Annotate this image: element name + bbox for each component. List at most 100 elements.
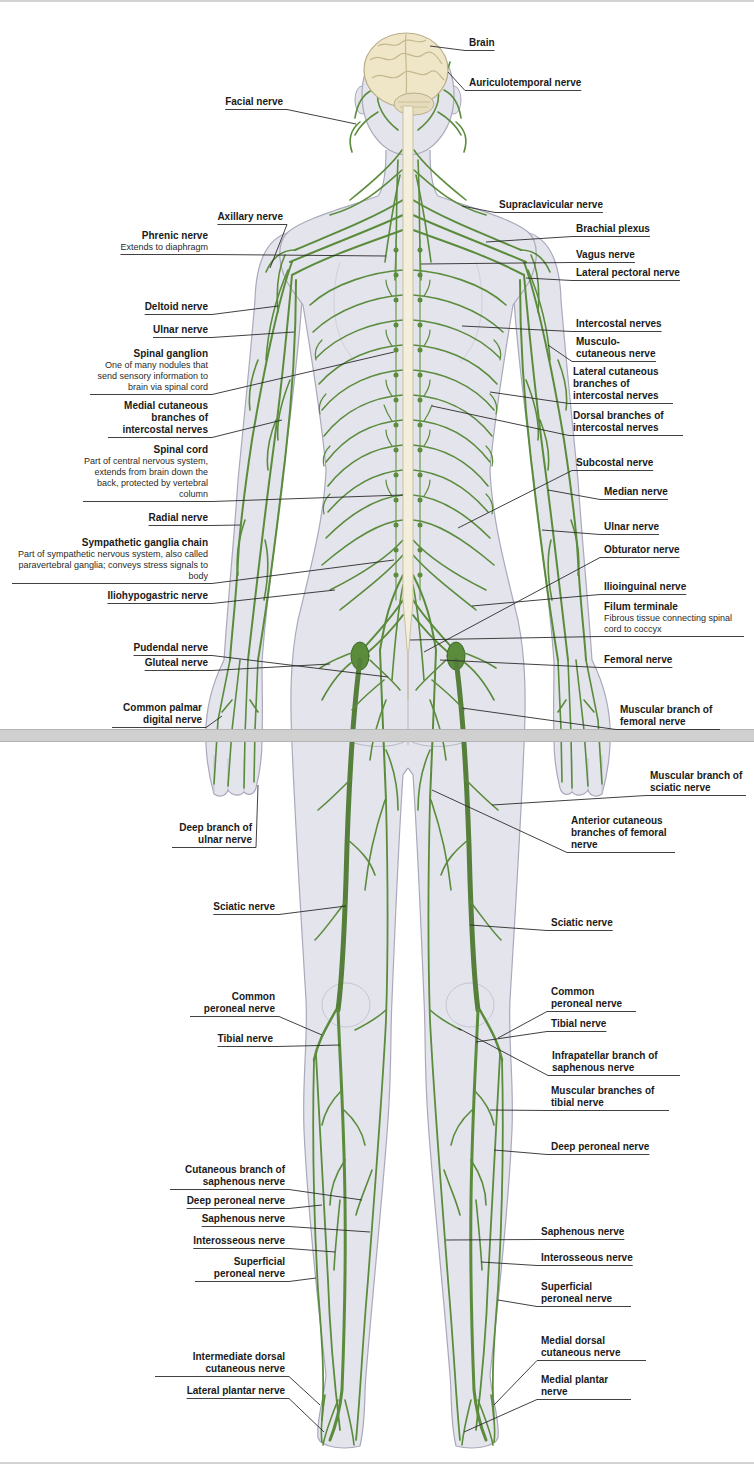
nerve-label: Filum terminale	[604, 601, 678, 613]
label-slot: Median nerve	[604, 486, 668, 498]
label-slot: Deep peroneal nerve	[551, 1141, 649, 1153]
leader-line	[526, 278, 680, 281]
nerve-label: Pudendal nerve	[134, 642, 208, 654]
nerve-label: Gluteal nerve	[145, 657, 208, 669]
label-slot: Vagus nerve	[576, 249, 635, 261]
note-text: Part of central nervous system, extends …	[83, 456, 208, 500]
label-slot: Phrenic nerve	[142, 230, 208, 242]
label-slot: Saphenous nerve	[541, 1226, 624, 1238]
nerve-label: Infrapatellar branch of saphenous nerve	[552, 1050, 680, 1074]
note-text: Part of sympathetic nervous system, also…	[12, 549, 208, 582]
leader-line	[446, 1239, 624, 1241]
nerve-label: Tibial nerve	[551, 1018, 606, 1030]
label-slot: Brain	[469, 37, 495, 49]
nerve-label: Tibial nerve	[218, 1033, 273, 1045]
nerve-label: Facial nerve	[225, 96, 283, 108]
nerve-label: Lateral plantar nerve	[187, 1385, 285, 1397]
nerve-label: Intercostal nerves	[576, 318, 662, 330]
leader-line	[172, 785, 258, 848]
nerve-label: Common peroneal nerve	[551, 986, 636, 1010]
leader-line	[193, 1249, 335, 1253]
leader-line	[486, 237, 650, 243]
label-slot: Axillary nerve	[217, 211, 283, 223]
label-slot: Common peroneal nerve	[551, 986, 636, 1010]
label-slot: Extends to diaphragm	[120, 242, 208, 253]
label-slot: Cutaneous branch of saphenous nerve	[170, 1164, 285, 1188]
nerve-label: Interosseous nerve	[193, 1235, 285, 1247]
nerve-label: Sciatic nerve	[213, 901, 275, 913]
nerve-label: Ulnar nerve	[604, 521, 659, 533]
label-slot: Medial cutaneous branches of intercostal…	[108, 400, 208, 436]
nerve-label: Dorsal branches of intercostal nerves	[573, 410, 683, 434]
label-slot: Common palmar digital nerve	[112, 702, 202, 726]
label-slot: Iliohypogastric nerve	[107, 590, 208, 602]
label-slot: Auriculotemporal nerve	[469, 77, 581, 89]
leader-line	[410, 637, 744, 641]
nerve-label: Ilioinguinal nerve	[604, 581, 686, 593]
nerve-label: Medial plantar nerve	[541, 1374, 631, 1398]
label-slot: Superficial peroneal nerve	[541, 1281, 631, 1305]
label-slot: Superficial peroneal nerve	[195, 1256, 285, 1280]
nerve-label: Interosseous nerve	[541, 1252, 633, 1264]
spinal-cord	[403, 106, 413, 700]
label-slot: Lateral cutaneous branches of intercosta…	[573, 366, 673, 402]
nerve-label: Superficial peroneal nerve	[541, 1281, 631, 1305]
leader-line	[492, 796, 746, 806]
nerve-label: Cutaneous branch of saphenous nerve	[170, 1164, 285, 1188]
nerve-label: Subcostal nerve	[576, 457, 653, 469]
label-slot: Infrapatellar branch of saphenous nerve	[552, 1050, 680, 1074]
label-slot: Interosseous nerve	[541, 1252, 633, 1264]
nerve-label: Superficial peroneal nerve	[195, 1256, 285, 1280]
nerve-label: Intermediate dorsal cutaneous nerve	[155, 1351, 285, 1375]
label-slot: Deltoid nerve	[145, 301, 208, 313]
label-slot: Part of sympathetic nervous system, also…	[12, 549, 208, 582]
leader-line	[458, 1028, 680, 1076]
label-slot: Deep branch of ulnar nerve	[172, 822, 252, 846]
nerve-label: Muscular branches of tibial nerve	[551, 1085, 669, 1109]
label-slot: Intercostal nerves	[576, 318, 662, 330]
nerve-label: Deep branch of ulnar nerve	[172, 822, 252, 846]
label-slot: Obturator nerve	[604, 544, 680, 556]
label-slot: Medial dorsal cutaneous nerve	[541, 1335, 646, 1359]
leader-line	[83, 495, 403, 502]
leader-line	[190, 1017, 322, 1036]
note-text: One of many nodules that send sensory in…	[90, 360, 208, 393]
nerve-label: Median nerve	[604, 486, 668, 498]
leader-line	[217, 225, 287, 269]
leader-line	[498, 1012, 636, 1039]
label-slot: Common peroneal nerve	[190, 991, 275, 1015]
label-slot: Anterior cutaneous branches of femoral n…	[571, 815, 675, 851]
label-slot: Radial nerve	[149, 512, 208, 524]
nerve-label: Medial cutaneous branches of intercostal…	[108, 400, 208, 436]
nerve-label: Deltoid nerve	[145, 301, 208, 313]
nerve-label: Anterior cutaneous branches of femoral n…	[571, 815, 675, 851]
nerve-label: Auriculotemporal nerve	[469, 77, 581, 89]
label-slot: Deep peroneal nerve	[187, 1195, 285, 1207]
label-slot: Femoral nerve	[604, 654, 672, 666]
leader-line	[187, 1399, 324, 1433]
nerve-label: Femoral nerve	[604, 654, 672, 666]
leader-line	[107, 590, 335, 604]
leader-line	[421, 263, 635, 265]
leader-line	[225, 110, 356, 125]
nerve-label: Lateral pectoral nerve	[576, 267, 680, 279]
leader-line	[155, 1377, 320, 1406]
nerve-label: Radial nerve	[149, 512, 208, 524]
nerve-label: Brachial plexus	[576, 223, 650, 235]
nerve-label: Sciatic nerve	[551, 917, 613, 929]
leader-line	[464, 1400, 631, 1433]
note-text: Fibrous tissue connecting spinal cord to…	[604, 613, 744, 635]
label-slot: Fibrous tissue connecting spinal cord to…	[604, 613, 744, 635]
nerve-label: Obturator nerve	[604, 544, 680, 556]
nerve-label: Medial dorsal cutaneous nerve	[541, 1335, 646, 1359]
nerve-label: Common peroneal nerve	[190, 991, 275, 1015]
label-slot: Muscular branch of femoral nerve	[620, 704, 720, 728]
nerve-label: Phrenic nerve	[142, 230, 208, 242]
label-slot: Ulnar nerve	[604, 521, 659, 533]
leader-line	[494, 1361, 646, 1406]
label-slot: Sympathetic ganglia chain	[82, 537, 208, 549]
